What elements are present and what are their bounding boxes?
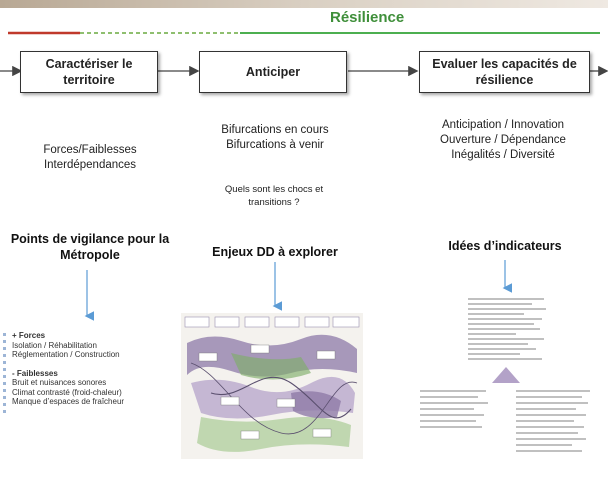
- faiblesses-item: Climat contrasté (froid-chaleur): [12, 387, 122, 397]
- box-caracteriser: Caractériser le territoire: [20, 51, 158, 93]
- col3-output: Idées d’indicateurs: [448, 239, 562, 253]
- col2-item: Bifurcations à venir: [226, 139, 324, 151]
- col1-item: Interdépendances: [43, 159, 137, 171]
- forces-title: + Forces: [12, 331, 46, 340]
- faiblesses-item: Manque d’espaces de fraîcheur: [12, 397, 125, 406]
- forces-faiblesses-list: + Forces Isolation / Réhabilitation Régl…: [12, 331, 182, 407]
- col2-item: Bifurcations en cours: [221, 124, 329, 136]
- indicateurs-document-image: [416, 293, 594, 461]
- forces-item: Réglementation / Construction: [12, 350, 120, 359]
- enjeux-concept-map-image: [181, 313, 363, 459]
- col3-item: Ouverture / Dépendance: [440, 134, 566, 146]
- forces-item: Isolation / Réhabilitation: [12, 340, 97, 350]
- col1-items: Forces/Faiblesses Interdépendances: [15, 143, 165, 173]
- col2-items: Bifurcations en cours Bifurcations à ven…: [200, 123, 350, 153]
- decorative-dotted-bar: [3, 333, 6, 413]
- diagram-title: Résilience: [330, 9, 405, 26]
- col2-output: Enjeux DD à explorer: [212, 245, 338, 259]
- col1-output: Points de vigilance pour la Métropole: [10, 232, 170, 262]
- decorative-top-band: [0, 0, 608, 8]
- col3-item: Anticipation / Innovation: [441, 119, 565, 131]
- col2-question: Quels sont les chocs et transitions ?: [224, 184, 324, 208]
- faiblesses-title: - Faiblesses: [12, 368, 58, 378]
- col1-item: Forces/Faiblesses: [43, 144, 137, 156]
- faiblesses-item: Bruit et nuisances sonores: [12, 378, 107, 387]
- box-anticiper: Anticiper: [199, 51, 347, 93]
- timeline-bar: [8, 31, 600, 35]
- box-evaluer: Evaluer les capacités de résilience: [419, 51, 590, 93]
- col3-items: Anticipation / Innovation Ouverture / Dé…: [413, 118, 593, 163]
- col3-item: Inégalités / Diversité: [451, 149, 555, 161]
